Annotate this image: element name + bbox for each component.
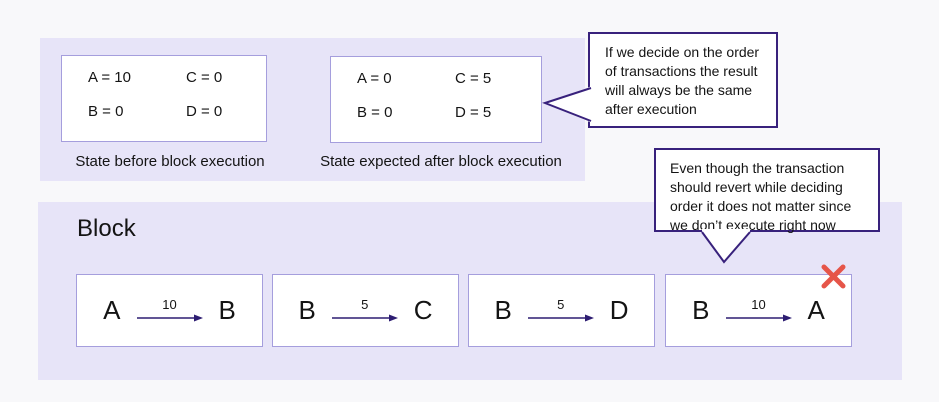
rejected-cross-icon <box>821 264 846 289</box>
callout-revert-note: Even though the transaction should rever… <box>654 148 880 233</box>
callout-line: will always be the same <box>605 82 753 98</box>
transaction-to: C <box>413 295 433 325</box>
callout-line: If we decide on the order <box>605 44 760 60</box>
transaction-to: B <box>218 295 236 325</box>
state-entry: C = 5 <box>455 70 492 87</box>
state-card-after: A = 0 C = 5 B = 0 D = 5 <box>330 56 542 143</box>
state-entry: C = 0 <box>186 69 223 86</box>
callout-line: after execution <box>605 101 697 117</box>
transfer-amount: 10 <box>751 297 766 312</box>
state-entry: A = 0 <box>357 70 392 87</box>
transaction-card: B 5 C <box>272 274 459 347</box>
transfer-arrow: 10 <box>725 297 792 323</box>
transfer-amount: 5 <box>557 297 565 312</box>
block-title: Block <box>77 215 136 242</box>
transfer-arrow: 5 <box>331 297 398 323</box>
transaction-from: B <box>494 295 512 325</box>
transaction-from: A <box>103 295 121 325</box>
transfer-amount: 5 <box>361 297 369 312</box>
state-entry: A = 10 <box>88 69 131 86</box>
state-caption-after: State expected after block execution <box>320 153 562 170</box>
transfer-arrow: 10 <box>136 297 203 323</box>
transaction-card: A 10 B <box>76 274 263 347</box>
state-entry: D = 0 <box>186 103 223 120</box>
transfer-arrow: 5 <box>527 297 594 323</box>
transaction-from: B <box>298 295 316 325</box>
transfer-arrow-icon <box>136 314 203 322</box>
transaction-card: B 5 D <box>468 274 655 347</box>
callout-line: Even though the transaction <box>670 160 845 176</box>
transaction-from: B <box>692 295 710 325</box>
state-entry: B = 0 <box>357 104 393 121</box>
callout-line: of transactions the result <box>605 63 758 79</box>
transfer-amount: 10 <box>162 297 177 312</box>
state-entry: B = 0 <box>88 103 124 120</box>
callout-line: order it does not matter since <box>670 198 852 214</box>
transfer-arrow-icon <box>527 314 594 322</box>
state-entry: D = 5 <box>455 104 492 121</box>
transaction-to: D <box>609 295 629 325</box>
callout-tail-down <box>701 229 751 264</box>
callout-line: should revert while deciding <box>670 179 843 195</box>
transaction-to: A <box>807 295 825 325</box>
callout-tail-left <box>542 86 592 123</box>
callout-order-note: If we decide on the order of transaction… <box>588 32 778 128</box>
transaction-card-rejected: B 10 A <box>665 274 852 347</box>
state-card-before: A = 10 C = 0 B = 0 D = 0 <box>61 55 267 142</box>
transfer-arrow-icon <box>331 314 398 322</box>
state-caption-before: State before block execution <box>75 153 265 170</box>
transfer-arrow-icon <box>725 314 792 322</box>
